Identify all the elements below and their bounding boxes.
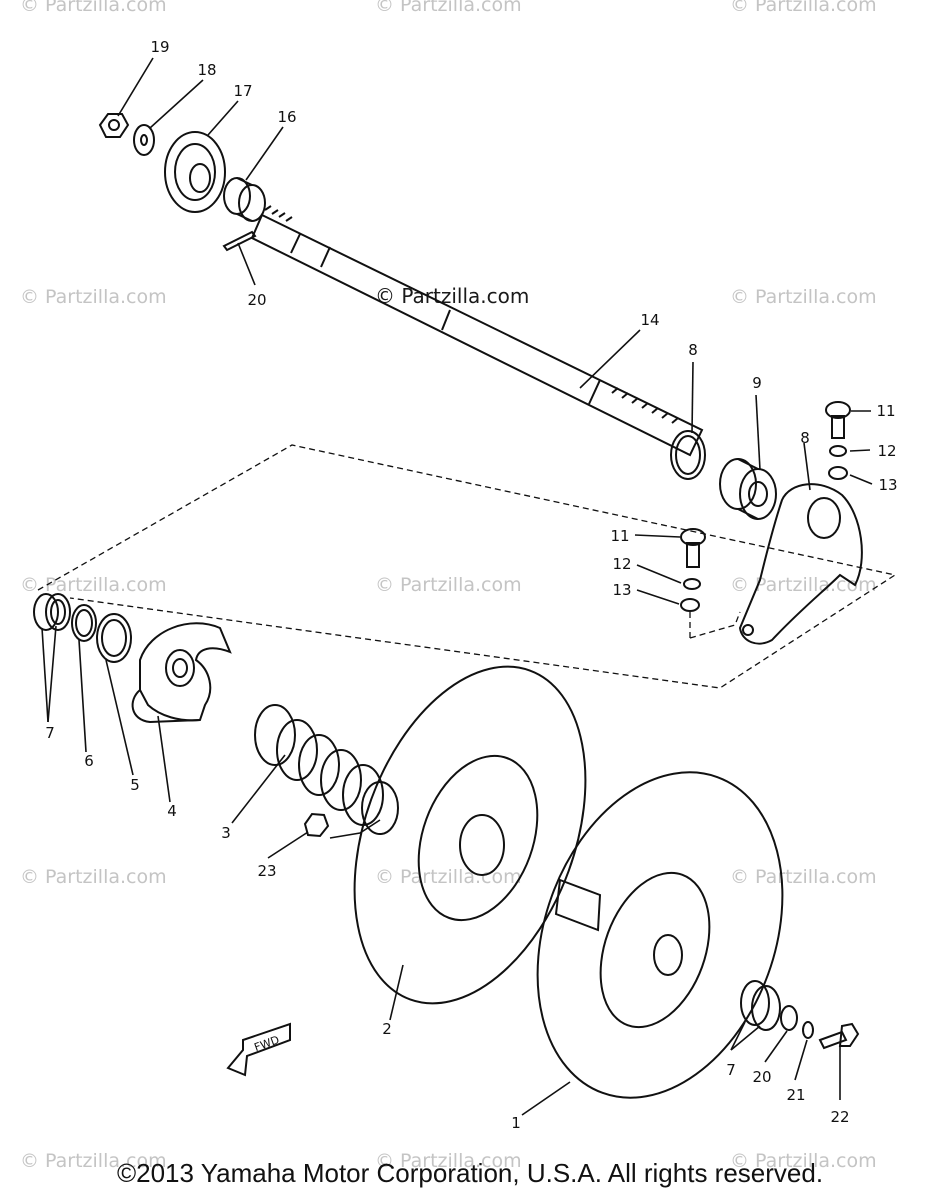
bolt <box>680 528 706 568</box>
callout-4: 4 <box>167 802 177 820</box>
callout-7-right: 7 <box>726 1061 736 1079</box>
callout-22: 22 <box>830 1108 849 1126</box>
lock-washer <box>802 1021 814 1039</box>
callout-14: 14 <box>640 311 659 329</box>
fwd-label: FWD <box>253 1033 282 1054</box>
movable-sheave <box>353 665 587 1005</box>
plain-washer <box>680 598 700 612</box>
callout-21: 21 <box>786 1086 805 1104</box>
nut <box>303 812 330 838</box>
washer <box>780 1005 798 1031</box>
bolt <box>818 1022 860 1050</box>
spring <box>254 704 399 835</box>
watermark: © Partzilla.com <box>375 866 522 888</box>
callout-11-left: 11 <box>610 527 629 545</box>
lock-washer <box>683 578 701 590</box>
callout-numbers: 19 18 17 16 20 14 8 9 8 11 12 13 11 12 1… <box>45 38 897 1132</box>
watermark: © Partzilla.com <box>730 286 877 308</box>
watermark: © Partzilla.com <box>20 866 167 888</box>
watermark: © Partzilla.com <box>730 866 877 888</box>
drive-shaft <box>250 205 704 457</box>
callout-1: 1 <box>511 1114 521 1132</box>
callout-9: 9 <box>752 374 762 392</box>
callout-12-top: 12 <box>877 442 896 460</box>
callout-16: 17 <box>233 82 252 100</box>
callout-17: 18 <box>197 61 216 79</box>
callout-20: 20 <box>752 1068 771 1086</box>
bolt <box>825 401 851 439</box>
watermark: © Partzilla.com <box>730 1150 877 1172</box>
callout-6: 6 <box>84 752 94 770</box>
plain-washer <box>828 466 848 480</box>
washer <box>133 124 155 156</box>
assembly-boundary <box>37 444 897 689</box>
assembly-boundary <box>689 611 741 639</box>
circlip <box>71 604 97 642</box>
watermark: © Partzilla.com <box>730 574 877 596</box>
leader-lines <box>41 57 873 1116</box>
circlip <box>670 430 706 480</box>
callout-19: 20 <box>247 291 266 309</box>
fixed-sheave <box>536 771 784 1099</box>
callout-13-left: 13 <box>612 581 631 599</box>
callout-5: 5 <box>130 776 140 794</box>
callout-15: 16 <box>277 108 296 126</box>
callout-7-left: 7 <box>45 724 55 742</box>
lock-washer <box>829 445 847 457</box>
center-watermark: © Partzilla.com <box>375 284 530 308</box>
watermark: © Partzilla.com <box>20 0 167 16</box>
seal <box>740 980 781 1031</box>
cam <box>131 622 232 724</box>
callout-23: 23 <box>257 862 276 880</box>
callout-12-left: 12 <box>612 555 631 573</box>
bearing-bracket <box>738 483 863 645</box>
nut <box>98 113 130 138</box>
washer <box>96 613 132 663</box>
key-pin <box>222 230 257 252</box>
bearing <box>223 177 266 222</box>
sprocket <box>164 131 226 213</box>
watermark: © Partzilla.com <box>730 0 877 16</box>
copyright-notice: ©2013 Yamaha Motor Corporation, U.S.A. A… <box>116 1158 824 1188</box>
sheave-boss <box>554 878 602 932</box>
callout-18: 19 <box>150 38 169 56</box>
callout-11-top: 11 <box>876 402 895 420</box>
seal <box>33 593 71 631</box>
callout-8: 8 <box>800 429 810 447</box>
fwd-arrow-icon <box>226 1022 291 1077</box>
watermark: © Partzilla.com <box>20 286 167 308</box>
callout-2: 2 <box>382 1020 392 1038</box>
bearing <box>719 458 777 520</box>
watermark: © Partzilla.com <box>375 1150 522 1172</box>
watermark: © Partzilla.com <box>20 1150 167 1172</box>
callout-3: 3 <box>221 824 231 842</box>
callout-13-top: 13 <box>878 476 897 494</box>
watermark: © Partzilla.com <box>375 0 522 16</box>
callout-10: 8 <box>688 341 698 359</box>
watermark: © Partzilla.com <box>375 574 522 596</box>
